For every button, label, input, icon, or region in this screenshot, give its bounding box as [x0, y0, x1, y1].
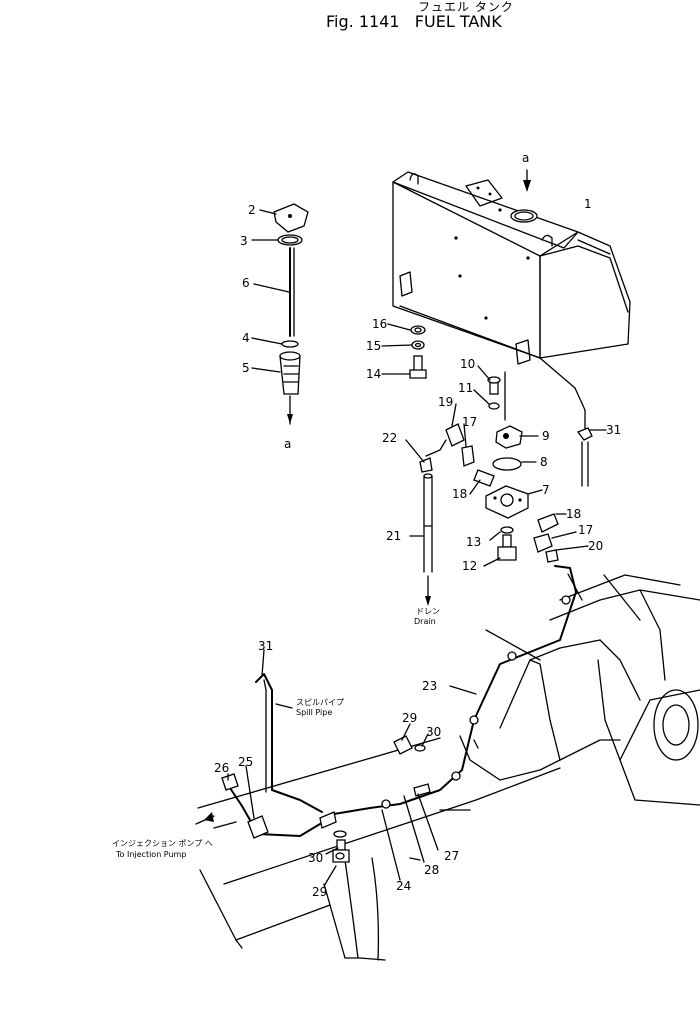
fuel-tank — [392, 171, 631, 389]
callout-2: 2 — [248, 203, 256, 217]
callout-30-lower: 30 — [308, 851, 323, 865]
drain-hose — [423, 473, 433, 606]
callout-26: 26 — [214, 761, 229, 775]
callout-15: 15 — [366, 339, 381, 353]
callout-21: 21 — [386, 529, 401, 543]
figure-title-japanese: フュエル タンク — [418, 0, 514, 14]
figure-title: Fig. 1141 FUEL TANK — [326, 12, 502, 31]
callout-14: 14 — [366, 367, 381, 381]
callout-18-left: 18 — [452, 487, 467, 501]
fuel-line — [319, 565, 583, 829]
callout-31-right: 31 — [606, 423, 621, 437]
callout-24: 24 — [396, 879, 411, 893]
callout-7: 7 — [542, 483, 550, 497]
callout-29-lower: 29 — [312, 885, 327, 899]
callout-10: 10 — [460, 357, 475, 371]
callout-3: 3 — [240, 234, 248, 248]
marker-a-top-label: a — [522, 151, 529, 165]
drain-valve-assembly — [419, 371, 593, 563]
callout-17-lower: 17 — [578, 523, 593, 537]
injection-pump-line — [195, 773, 321, 839]
callout-22: 22 — [382, 431, 397, 445]
callout-27: 27 — [444, 849, 459, 863]
spill-pipe-caption-leader — [275, 703, 293, 709]
callout-20: 20 — [588, 539, 603, 553]
callout-17-upper: 17 — [462, 415, 477, 429]
callout-23: 23 — [422, 679, 437, 693]
marker-a-top — [523, 169, 531, 192]
leader-lines — [227, 209, 607, 887]
callout-28: 28 — [424, 863, 439, 877]
bolt-washer-lower — [332, 830, 350, 863]
callout-16: 16 — [372, 317, 387, 331]
spill-pipe-caption-japanese: スピルパイプ — [296, 698, 344, 707]
bolt-washer-upper — [393, 735, 426, 755]
callout-18-right: 18 — [566, 507, 581, 521]
callout-11: 11 — [458, 381, 473, 395]
injection-pump-caption: To Injection Pump — [115, 850, 186, 859]
injection-pump-caption-japanese: インジェクション ポンプ へ — [112, 839, 213, 848]
callout-19: 19 — [438, 395, 453, 409]
marker-a-left-label: a — [284, 437, 291, 451]
callout-12: 12 — [462, 559, 477, 573]
tank-mounting-hardware — [409, 325, 427, 379]
callout-30-upper: 30 — [426, 725, 441, 739]
callout-25: 25 — [238, 755, 253, 769]
callout-9: 9 — [542, 429, 550, 443]
drain-caption: Drain — [414, 617, 436, 626]
callout-1: 1 — [584, 197, 592, 211]
spill-pipe-caption: Spill Pipe — [296, 708, 332, 717]
callout-4: 4 — [242, 331, 250, 345]
callout-5: 5 — [242, 361, 250, 375]
callout-8: 8 — [540, 455, 548, 469]
spill-pipe — [255, 673, 323, 813]
callout-6: 6 — [242, 276, 250, 290]
callout-29-upper: 29 — [402, 711, 417, 725]
callout-13: 13 — [466, 535, 481, 549]
machine-frame-drawing — [197, 574, 700, 961]
drain-caption-japanese: ドレン — [416, 607, 440, 616]
callout-31-left: 31 — [258, 639, 273, 653]
fuel-gauge-assembly — [273, 203, 309, 425]
